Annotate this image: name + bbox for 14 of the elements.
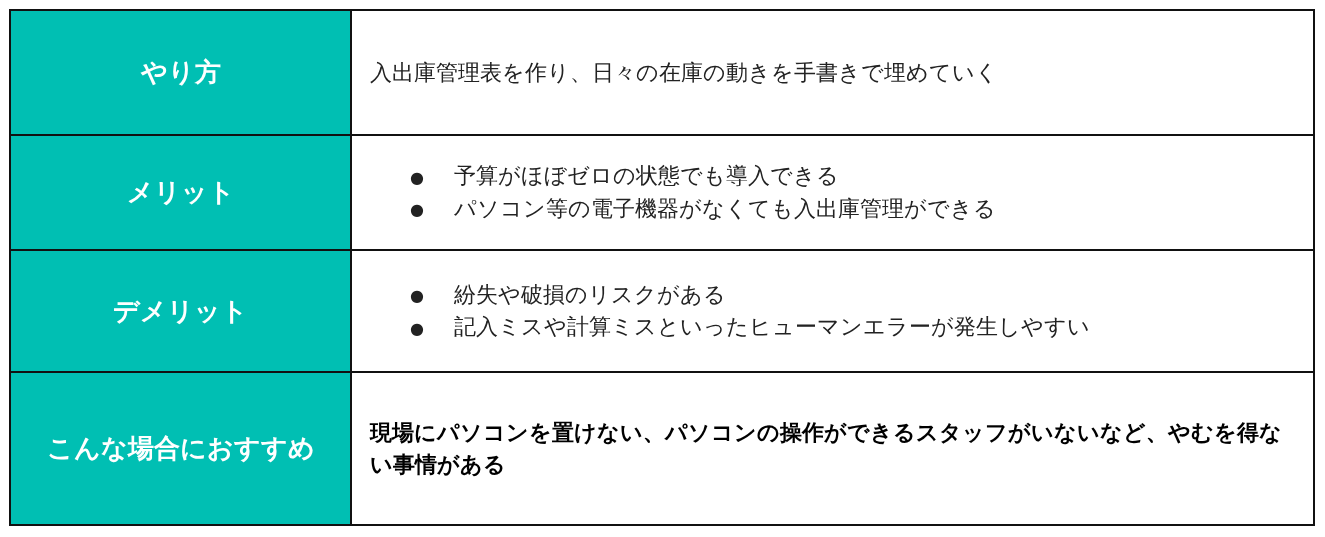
bullet-point: ● — [410, 285, 425, 307]
bullet-item: 紛失や破損のリスクがある — [454, 281, 726, 307]
cell-text: 入出庫管理表を作り、日々の在庫の動きを手書きで埋めていく — [370, 58, 999, 87]
bullet-item: パソコン等の電子機器がなくても入出庫管理ができる — [454, 195, 996, 221]
row-header: デメリット — [10, 250, 351, 372]
bullet-item: 予算がほぼゼロの状態でも導入できる — [454, 163, 839, 188]
row-header: メリット — [10, 135, 351, 250]
cell-text: 現場にパソコンを置けない、パソコンの操作ができるスタッフがいないなど、やむを得ない事情がある — [370, 418, 1283, 479]
row-header: やり方 — [10, 10, 351, 135]
bullet-point: ● — [410, 199, 425, 221]
row-header: こんな場合におすすめ — [10, 372, 351, 525]
bullet-point: ● — [410, 317, 425, 340]
bullet-point: ● — [410, 166, 425, 189]
bullet-item: 記入ミスや計算ミスといったヒューマンエラーが発生しやすい — [454, 314, 1090, 339]
